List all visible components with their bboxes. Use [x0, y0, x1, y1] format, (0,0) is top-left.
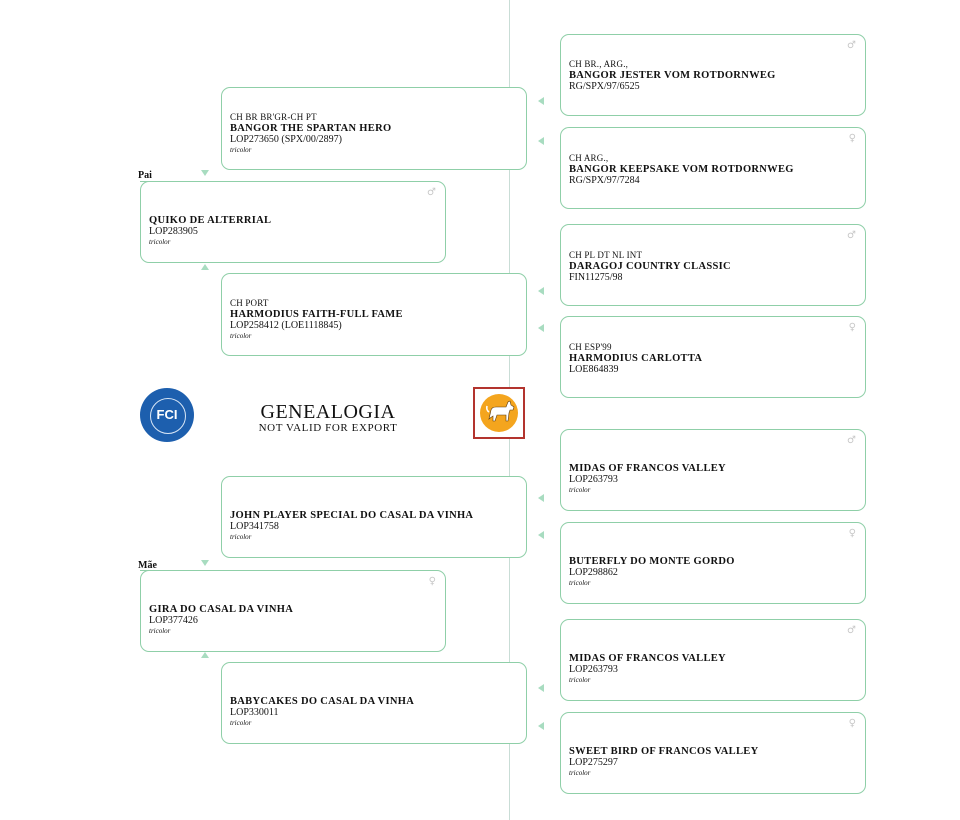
gg-name: MIDAS OF FRANCOS VALLEY: [569, 463, 726, 474]
female-symbol-icon: ♀: [848, 528, 856, 539]
club-logo: [473, 387, 525, 439]
dam-label: Mãe: [138, 560, 157, 571]
gg-name: BANGOR KEEPSAKE VOM ROTDORNWEG: [569, 164, 794, 175]
arrow-left-icon: [538, 324, 544, 332]
sire-dam-color: tricolor: [230, 332, 252, 340]
dam-sire-color: tricolor: [230, 533, 252, 541]
arrow-left-icon: [538, 494, 544, 502]
dam-dam-name: BABYCAKES DO CASAL DA VINHA: [230, 696, 415, 707]
female-symbol-icon: ♀: [428, 576, 436, 587]
gg-titles: CH PL DT NL INT: [569, 250, 643, 260]
sire-sire-color: tricolor: [230, 146, 252, 154]
male-symbol-icon: ♂: [847, 40, 856, 51]
sire-sire-name: BANGOR THE SPARTAN HERO: [230, 123, 392, 134]
male-symbol-icon: ♂: [847, 625, 856, 636]
gg-titles: CH ARG.,: [569, 153, 609, 163]
sire-name: QUIKO DE ALTERRIAL: [149, 215, 272, 226]
sire-dam-registration: LOP258412 (LOE1118845): [230, 320, 342, 331]
arrow-down-icon: [201, 170, 209, 176]
sire-dam-titles: CH PORT: [230, 298, 269, 308]
gg-name: BUTERFLY DO MONTE GORDO: [569, 556, 735, 567]
document-title: GENEALOGIA NOT VALID FOR EXPORT: [228, 402, 428, 435]
arrow-down-icon: [201, 560, 209, 566]
export-notice: NOT VALID FOR EXPORT: [258, 422, 398, 434]
gg-registration: LOE864839: [569, 364, 619, 375]
dam-card: ♀ GIRA DO CASAL DA VINHA LOP377426 trico…: [140, 570, 446, 652]
gg-color: tricolor: [569, 676, 591, 684]
gg-registration: LOP263793: [569, 474, 618, 485]
dam-dam-registration: LOP330011: [230, 707, 279, 718]
female-symbol-icon: ♀: [848, 718, 856, 729]
great-grandparent-card: ♀ CH ESP'99 HARMODIUS CARLOTTA LOE864839: [560, 316, 866, 398]
male-symbol-icon: ♂: [847, 435, 856, 446]
gg-name: SWEET BIRD OF FRANCOS VALLEY: [569, 746, 759, 757]
gg-registration: RG/SPX/97/7284: [569, 175, 640, 186]
gg-registration: LOP275297: [569, 757, 618, 768]
gg-titles: CH BR., ARG.,: [569, 59, 629, 69]
great-grandparent-card: ♂ CH PL DT NL INT DARAGOJ COUNTRY CLASSI…: [560, 224, 866, 306]
dam-registration: LOP377426: [149, 615, 198, 626]
sire-registration: LOP283905: [149, 226, 198, 237]
gg-registration: RG/SPX/97/6525: [569, 81, 640, 92]
great-grandparent-card: ♀ SWEET BIRD OF FRANCOS VALLEY LOP275297…: [560, 712, 866, 794]
arrow-left-icon: [538, 287, 544, 295]
arrow-left-icon: [538, 137, 544, 145]
sire-card: ♂ QUIKO DE ALTERRIAL LOP283905 tricolor: [140, 181, 446, 263]
great-grandparent-card: ♂ MIDAS OF FRANCOS VALLEY LOP263793 tric…: [560, 619, 866, 701]
fci-logo-text: FCI: [156, 407, 178, 422]
arrow-up-icon: [201, 652, 209, 658]
gg-color: tricolor: [569, 769, 591, 777]
great-grandparent-card: ♀ CH ARG., BANGOR KEEPSAKE VOM ROTDORNWE…: [560, 127, 866, 209]
sire-color: tricolor: [149, 238, 171, 246]
gg-color: tricolor: [569, 486, 591, 494]
sire-sire-titles: CH BR BR'GR-CH PT: [230, 112, 317, 122]
sire-sire-registration: LOP273650 (SPX/00/2897): [230, 134, 342, 145]
great-grandparent-card: ♂ CH BR., ARG., BANGOR JESTER VOM ROTDOR…: [560, 34, 866, 116]
fci-logo: FCI: [140, 388, 194, 442]
gg-name: MIDAS OF FRANCOS VALLEY: [569, 653, 726, 664]
dam-dam-color: tricolor: [230, 719, 252, 727]
great-grandparent-card: ♀ BUTERFLY DO MONTE GORDO LOP298862 tric…: [560, 522, 866, 604]
dam-name: GIRA DO CASAL DA VINHA: [149, 604, 294, 615]
sire-dam-name: HARMODIUS FAITH-FULL FAME: [230, 309, 403, 320]
dam-dam-card: BABYCAKES DO CASAL DA VINHA LOP330011 tr…: [221, 662, 527, 744]
dam-color: tricolor: [149, 627, 171, 635]
fci-ring: [150, 398, 186, 434]
dog-icon: [485, 400, 515, 422]
arrow-left-icon: [538, 97, 544, 105]
arrow-left-icon: [538, 684, 544, 692]
sire-dam-card: CH PORT HARMODIUS FAITH-FULL FAME LOP258…: [221, 273, 527, 356]
sire-label: Pai: [138, 170, 152, 181]
dam-sire-card: JOHN PLAYER SPECIAL DO CASAL DA VINHA LO…: [221, 476, 527, 558]
female-symbol-icon: ♀: [848, 133, 856, 144]
gg-name: HARMODIUS CARLOTTA: [569, 353, 703, 364]
gg-name: DARAGOJ COUNTRY CLASSIC: [569, 261, 731, 272]
male-symbol-icon: ♂: [427, 187, 436, 198]
arrow-up-icon: [201, 264, 209, 270]
gg-registration: LOP298862: [569, 567, 618, 578]
gg-color: tricolor: [569, 579, 591, 587]
dam-sire-registration: LOP341758: [230, 521, 279, 532]
dam-sire-name: JOHN PLAYER SPECIAL DO CASAL DA VINHA: [230, 510, 474, 521]
female-symbol-icon: ♀: [848, 322, 856, 333]
great-grandparent-card: ♂ MIDAS OF FRANCOS VALLEY LOP263793 tric…: [560, 429, 866, 511]
male-symbol-icon: ♂: [847, 230, 856, 241]
gg-registration: LOP263793: [569, 664, 618, 675]
gg-name: BANGOR JESTER VOM ROTDORNWEG: [569, 70, 776, 81]
arrow-left-icon: [538, 722, 544, 730]
sire-sire-card: CH BR BR'GR-CH PT BANGOR THE SPARTAN HER…: [221, 87, 527, 170]
gg-registration: FIN11275/98: [569, 272, 623, 283]
gg-titles: CH ESP'99: [569, 342, 612, 352]
genealogy-heading: GENEALOGIA: [260, 401, 396, 423]
arrow-left-icon: [538, 531, 544, 539]
